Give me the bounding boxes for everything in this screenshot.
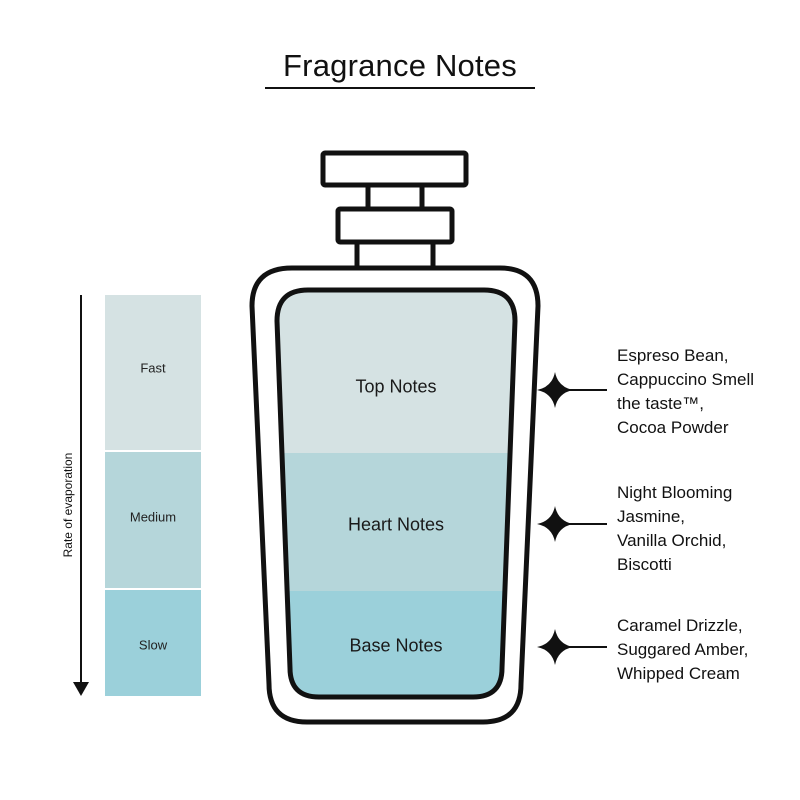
- note-line: Vanilla Orchid,: [617, 531, 727, 550]
- scale-medium-block: [105, 452, 201, 588]
- connector-top: [537, 372, 607, 408]
- notes-heart-list: Night Blooming Jasmine, Vanilla Orchid, …: [617, 481, 797, 577]
- note-line: Cappuccino Smell: [617, 370, 755, 389]
- layer-heart-notes: [277, 453, 515, 591]
- sparkle-icon: [537, 372, 573, 408]
- note-line: Jasmine,: [617, 507, 686, 526]
- scale-slow-block: [105, 590, 201, 696]
- title-underline: [265, 87, 535, 89]
- layer-top-notes: [277, 290, 515, 453]
- note-line: Suggared Amber,: [617, 640, 749, 659]
- note-line: the taste™,: [617, 394, 704, 413]
- bottle-cap-collar: [335, 206, 455, 245]
- layer-label-top: Top Notes: [355, 376, 437, 397]
- bottle-cap-stem: [365, 185, 425, 209]
- page-title: Fragrance Notes: [283, 48, 517, 83]
- note-line: Espreso Bean,: [617, 346, 729, 365]
- bottle-inner: [274, 287, 518, 700]
- note-line: Cocoa Powder: [617, 418, 729, 437]
- scale-label-slow: Slow: [138, 637, 168, 653]
- bottle-cap-top: [320, 150, 469, 188]
- bottle-neck: [354, 242, 436, 268]
- evaporation-arrow-head: [73, 682, 89, 696]
- scale-label-medium: Medium: [129, 509, 177, 525]
- layer-label-heart: Heart Notes: [347, 514, 445, 535]
- notes-base-list: Caramel Drizzle, Suggared Amber, Whipped…: [617, 614, 797, 686]
- notes-top-list: Espreso Bean, Cappuccino Smell the taste…: [617, 344, 797, 440]
- scale-label-fast: Fast: [140, 360, 166, 376]
- axis-label-evaporation: Rate of evaporation: [61, 452, 75, 558]
- layer-base-notes: [277, 591, 515, 697]
- connector-base: [537, 629, 607, 665]
- note-line: Caramel Drizzle,: [617, 616, 743, 635]
- note-line: Biscotti: [617, 555, 672, 574]
- scale-fast-block: [105, 295, 201, 450]
- note-line: Night Blooming: [617, 483, 733, 502]
- sparkle-icon: [537, 629, 573, 665]
- sparkle-icon: [537, 506, 573, 542]
- layer-label-base: Base Notes: [349, 635, 443, 656]
- note-line: Whipped Cream: [617, 664, 740, 683]
- connector-heart: [537, 506, 607, 542]
